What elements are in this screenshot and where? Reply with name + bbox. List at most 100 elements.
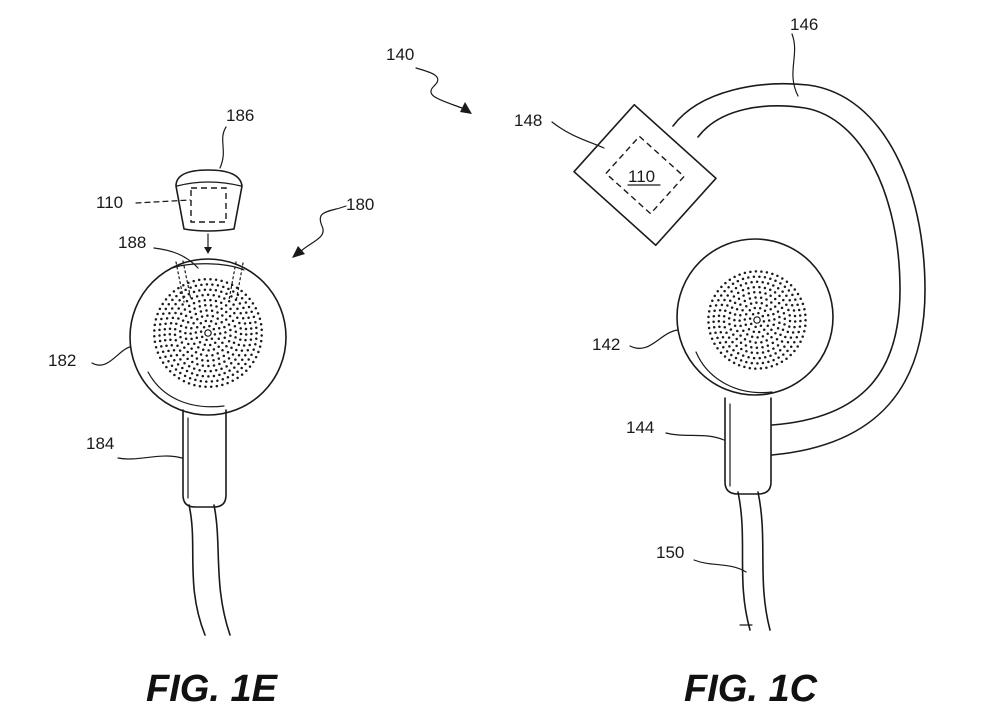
grille-hole xyxy=(208,343,212,347)
grille-hole xyxy=(781,290,784,293)
insertion-arrowhead xyxy=(204,247,212,254)
grille-hole xyxy=(187,342,190,346)
grille-hole xyxy=(803,308,806,311)
grille-hole xyxy=(230,346,233,350)
grille-hole xyxy=(733,318,736,322)
grille-hole xyxy=(204,385,207,388)
grille-hole xyxy=(207,349,210,352)
grille-hole xyxy=(240,373,244,376)
grille-hole xyxy=(187,304,191,308)
grille-hole xyxy=(186,357,189,361)
grille-hole xyxy=(236,376,239,380)
grille-hole xyxy=(254,321,257,324)
grille-hole xyxy=(798,325,802,328)
module-148 xyxy=(573,103,717,247)
grille-hole xyxy=(224,331,227,334)
grille-hole xyxy=(230,283,234,287)
grille-hole xyxy=(189,286,192,289)
grille-hole xyxy=(759,324,763,328)
grille-hole xyxy=(200,335,204,339)
grille-hole xyxy=(789,345,793,349)
grille-hole xyxy=(201,348,205,351)
ref-140: 140 xyxy=(386,45,414,64)
grille-hole xyxy=(179,335,182,339)
grille-hole xyxy=(765,298,768,301)
grille-hole xyxy=(196,318,199,321)
grille-hole xyxy=(772,347,775,350)
grille-hole xyxy=(170,307,174,310)
grille-hole xyxy=(772,312,775,316)
grille-hole xyxy=(793,320,797,323)
grille-hole xyxy=(712,314,716,318)
grille-hole xyxy=(774,331,777,335)
grille-hole xyxy=(158,307,162,311)
grille-hole xyxy=(229,334,232,337)
grille-hole xyxy=(750,361,754,365)
grille-hole xyxy=(198,384,202,388)
grille-hole xyxy=(728,358,731,362)
grille-hole xyxy=(158,356,162,359)
grille-hole xyxy=(174,302,177,306)
grille-hole xyxy=(769,354,772,357)
grille-hole xyxy=(707,321,710,324)
grille-hole xyxy=(239,332,243,336)
grille-hole xyxy=(732,295,736,298)
grille-hole xyxy=(168,327,172,330)
grille-hole xyxy=(183,361,186,365)
grille-hole xyxy=(179,324,183,328)
grille-hole xyxy=(199,353,203,356)
grille-hole xyxy=(220,321,223,324)
grille-hole xyxy=(804,313,807,316)
grille-hole xyxy=(245,311,248,314)
grille-hole xyxy=(170,364,174,367)
grille-hole xyxy=(747,286,750,290)
grille-hole xyxy=(218,373,221,377)
grille-hole xyxy=(727,336,731,339)
grille-hole xyxy=(205,309,208,312)
grille-hole xyxy=(781,277,784,280)
grille-hole xyxy=(752,330,756,334)
grille-hole xyxy=(212,348,216,351)
grille-hole xyxy=(201,293,204,297)
grille-hole xyxy=(192,290,196,294)
grille-hole xyxy=(240,297,244,300)
grille-hole xyxy=(216,284,220,287)
grille-hole xyxy=(182,283,185,287)
grille-hole xyxy=(717,314,721,317)
grille-hole xyxy=(728,299,732,302)
grille-hole xyxy=(190,297,194,300)
grille-hole xyxy=(721,336,725,339)
grille-hole xyxy=(758,306,762,310)
grille-hole xyxy=(770,301,773,304)
grille-hole xyxy=(173,373,176,377)
grille-hole xyxy=(217,295,221,298)
grille-hole xyxy=(778,315,781,319)
grille-hole xyxy=(203,278,207,281)
housing-rim-right xyxy=(695,351,773,394)
arrow-140 xyxy=(415,67,463,109)
grille-hole xyxy=(199,330,203,333)
grille-hole xyxy=(221,383,224,387)
grille-hole xyxy=(223,297,226,300)
grille-hole xyxy=(214,299,218,303)
grille-hole xyxy=(168,312,171,315)
grille-hole xyxy=(231,319,235,323)
grille-hole xyxy=(719,351,723,354)
grille-hole xyxy=(223,360,226,363)
grille-hole xyxy=(744,344,748,347)
grille-hole xyxy=(767,319,771,322)
grille-hole xyxy=(803,330,806,333)
grille-hole xyxy=(163,339,167,342)
grille-hole xyxy=(231,373,235,377)
grille-hole xyxy=(178,298,181,302)
grille-hole xyxy=(174,368,178,371)
grille-hole xyxy=(187,382,191,385)
leader-150 xyxy=(693,559,747,573)
grille-hole xyxy=(736,329,739,333)
grille-hole xyxy=(167,302,171,306)
grille-hole xyxy=(179,371,182,375)
grille-hole xyxy=(770,365,774,368)
grille-hole xyxy=(194,378,197,382)
grille-hole xyxy=(754,270,758,273)
grille-hole xyxy=(212,293,215,297)
